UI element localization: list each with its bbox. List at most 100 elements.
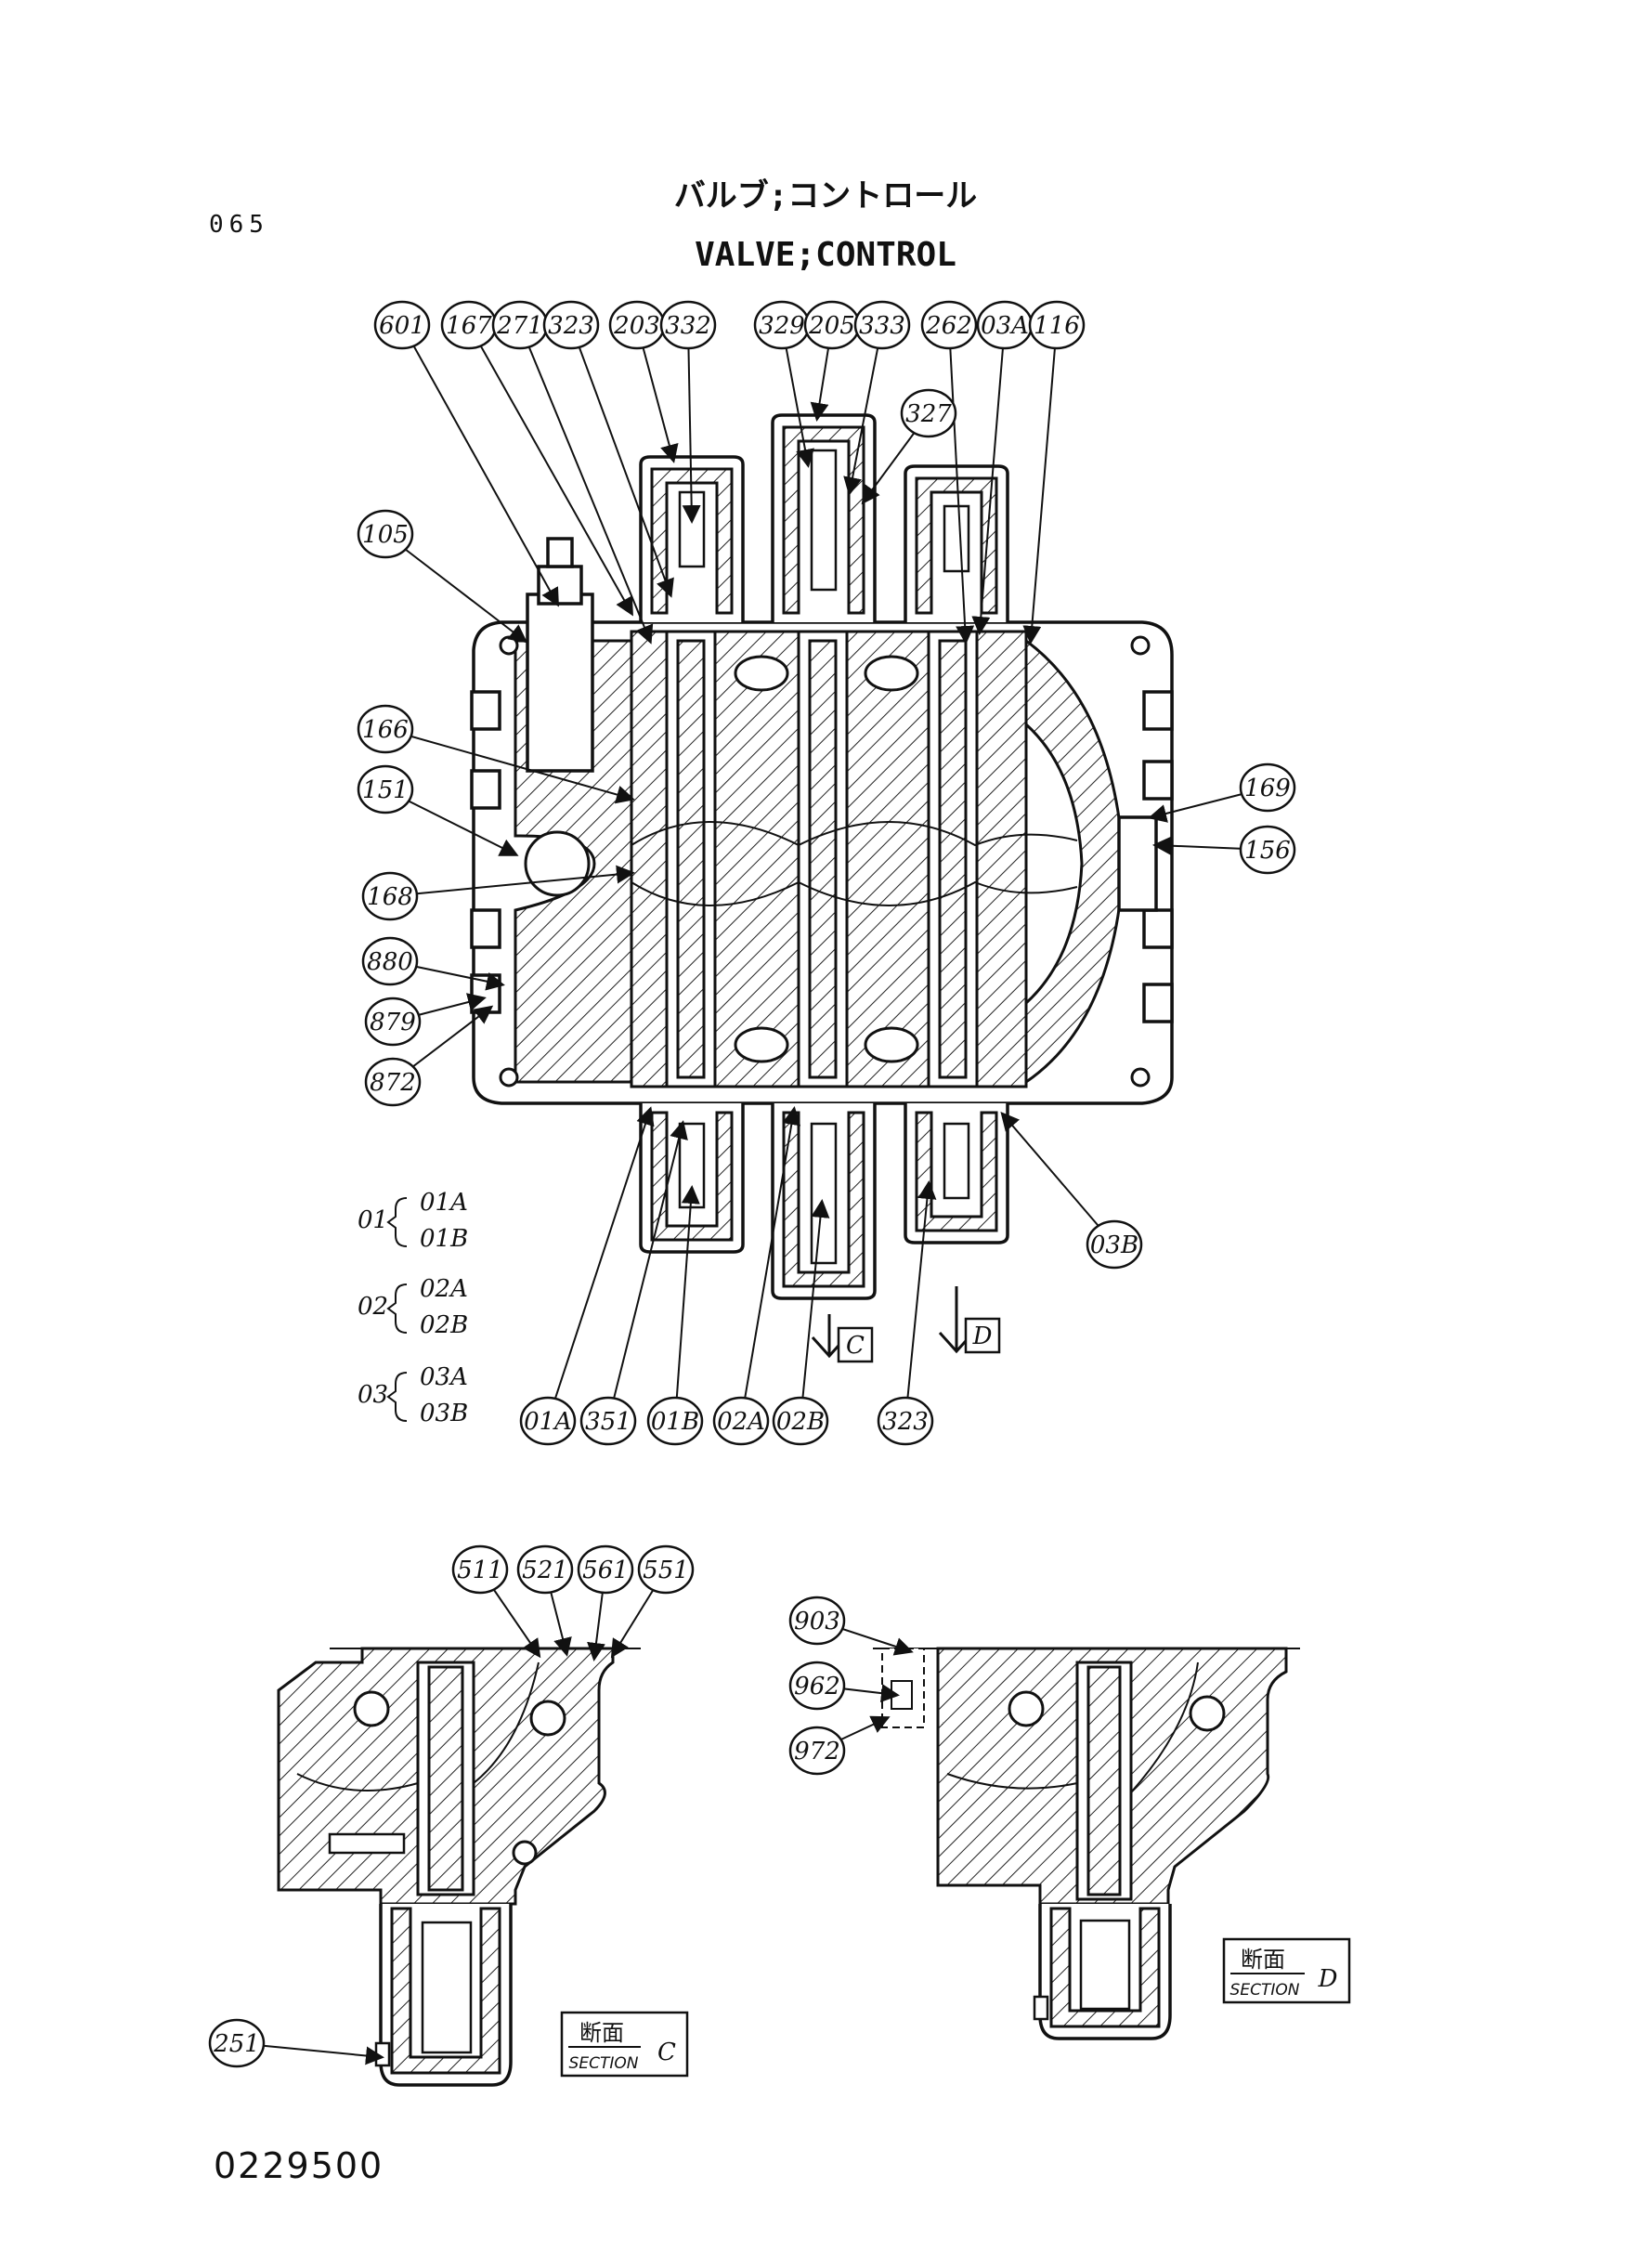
leader-line: [384, 533, 528, 644]
balloon-label: 329: [759, 312, 805, 340]
leader-line: [607, 1120, 688, 1422]
callout-balloon: [357, 509, 414, 559]
balloon-label: 880: [367, 948, 413, 976]
callout-balloon: [637, 1544, 695, 1595]
balloon-label: 551: [643, 1557, 689, 1584]
group-01-part-b: 01B: [420, 1225, 468, 1253]
leader-line: [971, 324, 1006, 635]
balloon-label: 879: [370, 1009, 416, 1036]
callout-balloon: [1086, 1219, 1143, 1270]
balloon-label: 351: [585, 1408, 631, 1436]
leader-line: [682, 324, 701, 524]
callout-balloon: [877, 1396, 934, 1446]
balloon-label: 166: [362, 716, 409, 744]
view-arrow-d-label: D: [972, 1322, 993, 1350]
section-d-label: 断面 SECTION D: [1222, 1937, 1351, 2004]
balloon-label: 872: [370, 1069, 416, 1097]
group-02-part-a: 02A: [420, 1275, 468, 1303]
balloon-label: 521: [522, 1557, 568, 1584]
callout-balloon: [659, 300, 717, 350]
callout-balloon: [364, 1057, 422, 1107]
group-03: 03 03A 03B: [358, 1363, 468, 1427]
leader-line: [519, 324, 654, 645]
callout-balloon: [361, 936, 419, 986]
leader-line: [547, 1106, 655, 1422]
callout-balloon: [451, 1544, 509, 1595]
leader-line: [904, 1180, 937, 1422]
callout-balloon: [361, 871, 419, 921]
group-01: 01 01A 01B: [358, 1189, 468, 1253]
view-arrow-c-label: C: [846, 1332, 865, 1360]
section-d-word: SECTION: [1230, 1981, 1300, 2000]
callout-balloon: [1239, 825, 1296, 875]
balloon-label: 168: [367, 883, 413, 911]
group-03-code: 03: [358, 1381, 388, 1409]
balloon-label: 251: [213, 2030, 260, 2058]
view-arrow-d: D: [938, 1286, 1001, 1354]
callout-balloon: [1239, 762, 1296, 813]
leader-line: [1000, 1111, 1115, 1245]
group-02-part-b: 02B: [420, 1311, 468, 1339]
title-japanese: バルブ;コントロール: [674, 177, 977, 215]
balloon-label: 333: [859, 312, 905, 340]
balloon-label: 511: [457, 1557, 503, 1584]
callout-balloon: [373, 300, 431, 350]
callout-balloon: [364, 997, 422, 1047]
view-arrow-c: C: [811, 1314, 874, 1363]
callout-balloon: [357, 764, 414, 814]
leader-line: [800, 1199, 830, 1422]
section-c-letter: C: [657, 2039, 676, 2066]
balloon-label: 03B: [1090, 1231, 1138, 1259]
leader-line: [468, 324, 633, 617]
balloon-label: 01B: [651, 1408, 699, 1436]
group-01-part-a: 01A: [420, 1189, 468, 1217]
section-c-kanji: 断面: [579, 2020, 624, 2046]
balloon-label: 601: [379, 312, 425, 340]
group-01-code: 01: [358, 1206, 388, 1234]
balloon-label: 02B: [776, 1408, 825, 1436]
drawing-number: 0229500: [214, 2145, 384, 2186]
callout-balloon: [579, 1396, 637, 1446]
group-03-part-b: 03B: [420, 1400, 468, 1427]
callout-balloon: [853, 300, 911, 350]
section-c-view: [277, 1647, 641, 2087]
callout-balloon: [920, 300, 978, 350]
callout-balloon: [516, 1544, 574, 1595]
group-03-part-a: 03A: [420, 1363, 468, 1391]
callout-balloon: [208, 2018, 266, 2068]
balloon-label: 332: [665, 312, 711, 340]
leader-line: [948, 324, 975, 645]
balloon-label: 262: [925, 312, 972, 340]
group-02-code: 02: [358, 1293, 388, 1321]
balloon-label: 323: [882, 1408, 929, 1436]
balloon-label: 156: [1244, 837, 1291, 865]
balloon-label: 323: [548, 312, 594, 340]
balloon-label: 561: [582, 1557, 629, 1584]
balloon-label: 169: [1244, 775, 1291, 802]
callout-balloon: [542, 300, 600, 350]
title-english: VALVE;CONTROL: [695, 236, 956, 274]
main-valve-view: [470, 413, 1174, 1300]
leader-line: [401, 324, 559, 607]
leader-line: [570, 324, 674, 598]
balloon-label: 105: [362, 521, 409, 549]
leader-line: [1022, 324, 1058, 645]
callout-balloon: [646, 1396, 704, 1446]
callout-balloon: [788, 1596, 846, 1646]
callout-balloon: [772, 1396, 829, 1446]
section-c-word: SECTION: [569, 2054, 639, 2073]
section-d-kanji: 断面: [1241, 1947, 1285, 1973]
callout-balloon: [357, 704, 414, 754]
leader-line: [843, 324, 883, 496]
callout-balloon: [900, 388, 957, 438]
leader-line: [384, 728, 635, 804]
page-number: 065: [209, 211, 269, 239]
callout-balloon: [519, 1396, 577, 1446]
balloon-label: 02A: [717, 1408, 765, 1436]
callout-balloon: [788, 1726, 846, 1776]
leader-line: [740, 1106, 801, 1422]
balloon-label: 151: [362, 776, 409, 804]
balloon-label: 167: [446, 312, 492, 340]
